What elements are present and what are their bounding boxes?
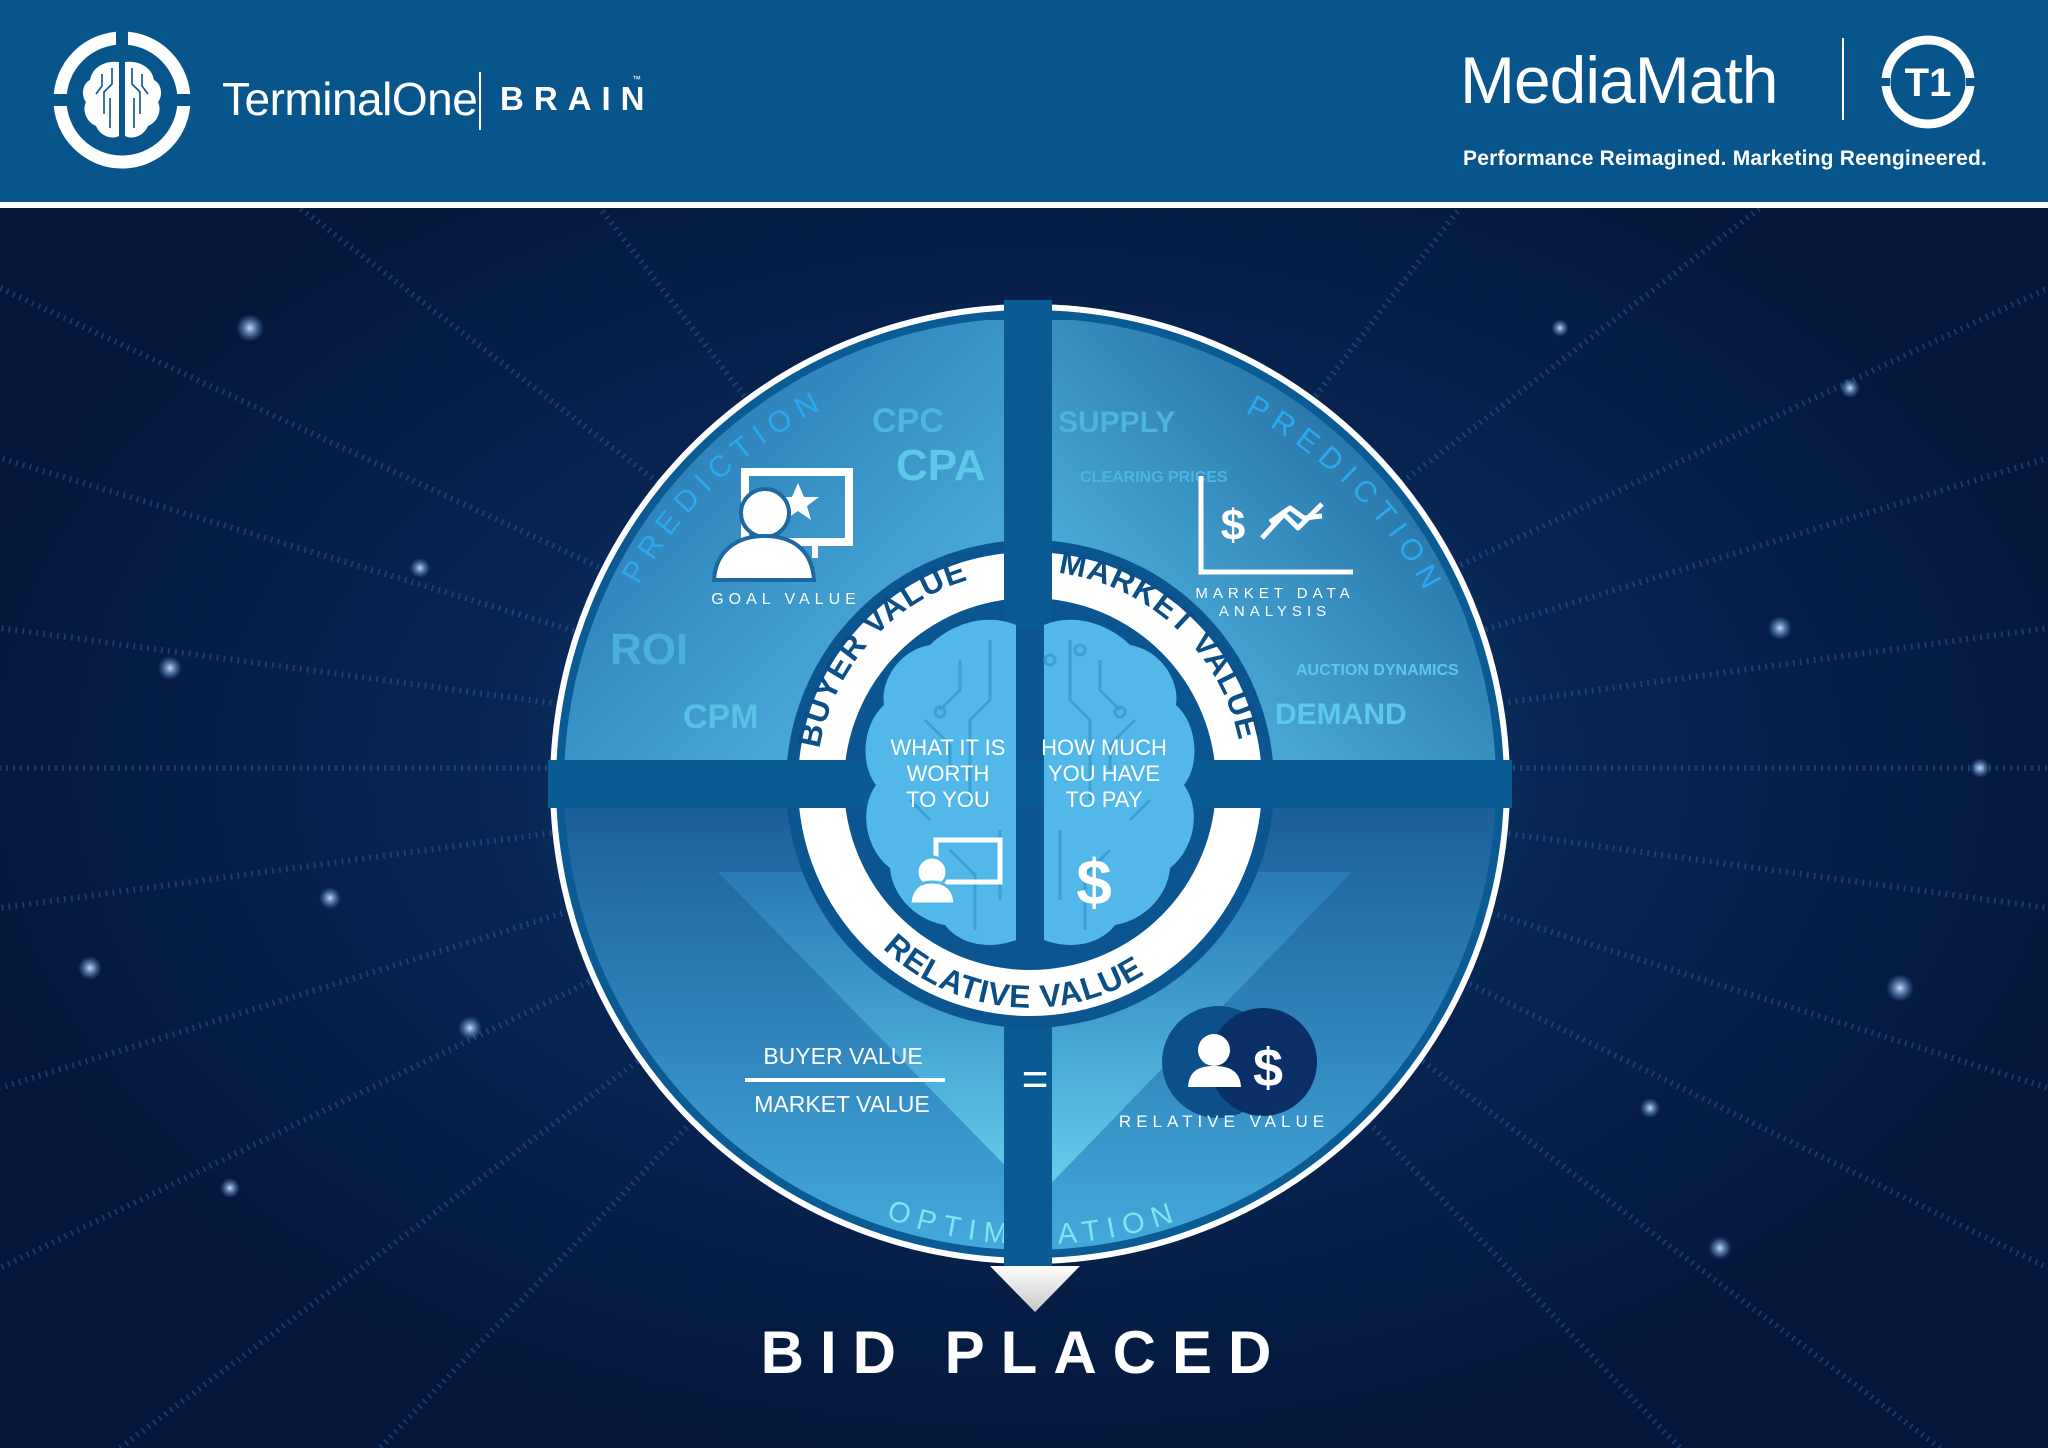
- worth-text-2: WORTH: [907, 761, 990, 786]
- svg-text:$: $: [1253, 1038, 1283, 1098]
- worth-text-3: TO YOU: [906, 787, 990, 812]
- ring-gap-top: [1004, 540, 1052, 630]
- dollar-icon: $: [1076, 846, 1112, 918]
- tagline: Performance Reimagined. Marketing Reengi…: [1463, 147, 1988, 170]
- market-data-caption-2: ANALYSIS: [1219, 603, 1331, 620]
- formula-numerator: BUYER VALUE: [763, 1043, 922, 1069]
- worth-text-1: WHAT IT IS: [891, 735, 1006, 760]
- brain-wordmark: BRAIN: [500, 80, 655, 117]
- header-divider-left: [479, 72, 481, 130]
- term-cpm: CPM: [683, 698, 759, 736]
- market-data-caption-1: MARKET DATA: [1195, 585, 1354, 602]
- bid-pointer-icon: [990, 1266, 1080, 1312]
- fraction-bar: [745, 1078, 945, 1082]
- pay-text-3: TO PAY: [1065, 787, 1142, 812]
- term-cpc: CPC: [872, 402, 944, 440]
- dollar-chart-icon: $: [1198, 476, 1353, 575]
- pay-text-2: YOU HAVE: [1048, 761, 1160, 786]
- goal-value-caption: GOAL VALUE: [711, 591, 861, 608]
- term-auction-dynamics: AUCTION DYNAMICS: [1296, 662, 1459, 679]
- user-monitor-icon: [908, 837, 1003, 906]
- brain-logo-icon: [46, 26, 198, 169]
- terminalone-wordmark: TerminalOne: [222, 73, 478, 125]
- term-demand: DEMAND: [1275, 698, 1407, 731]
- pay-text-1: HOW MUCH: [1041, 735, 1167, 760]
- brain-illustration: [865, 619, 1195, 945]
- term-cpa: CPA: [896, 441, 986, 490]
- svg-text:T1: T1: [1905, 61, 1952, 105]
- equals-sign: =: [1022, 1053, 1049, 1105]
- header-bar: TerminalOne BRAIN ™ MediaMath T1 Perform…: [0, 0, 2048, 202]
- t1-badge-icon: T1: [1878, 35, 1978, 129]
- user-monitor-star-icon: [711, 468, 853, 582]
- header-divider-line: [0, 202, 2048, 208]
- term-roi: ROI: [610, 625, 688, 674]
- bid-placed-title: BID PLACED: [760, 1319, 1288, 1386]
- ring-gap-middle: [786, 760, 1274, 808]
- svg-text:$: $: [1221, 501, 1245, 550]
- relative-value-caption: RELATIVE VALUE: [1119, 1112, 1329, 1131]
- user-dollar-icon: $: [1162, 1006, 1317, 1118]
- term-clearing-prices: CLEARING PRICES: [1080, 469, 1228, 486]
- mediamath-wordmark: MediaMath: [1460, 43, 1778, 117]
- term-supply: SUPPLY: [1058, 406, 1175, 439]
- header-divider-right: [1842, 38, 1844, 120]
- formula-denominator: MARKET VALUE: [754, 1091, 930, 1117]
- trademark-mark: ™: [632, 74, 641, 84]
